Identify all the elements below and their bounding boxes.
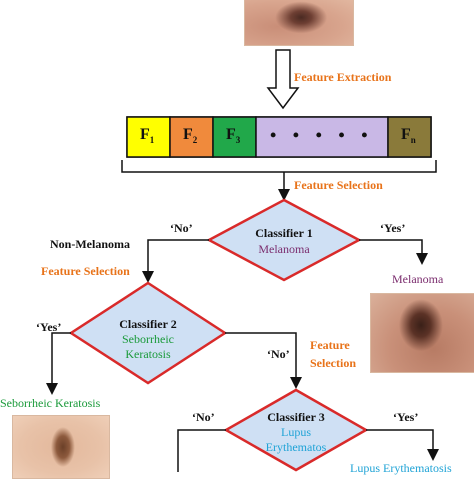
classifier2-sub2: Keratosis [125,347,171,361]
c2-no-label: ‘No’ [267,347,290,361]
feature-f3-label: F3 [226,126,241,146]
feature-selection-left-label: Feature Selection [41,264,130,278]
classifier1-title: Classifier 1 [255,226,313,240]
feature-selection-right-2: Selection [310,356,356,370]
classifier3-title: Classifier 3 [267,410,325,424]
classifier3-sub2: Erythematos [265,440,327,454]
c2-yes-line [46,332,71,395]
feature-f3-cell [212,116,257,158]
top-lesion-image [244,0,354,46]
melanoma-result-label: Melanoma [392,272,444,286]
feature-f2-cell [169,116,214,158]
melanoma-image [370,293,474,373]
non-melanoma-label: Non-Melanoma [50,237,130,251]
lupus-result-label: Lupus Erythematosis [350,461,452,475]
c3-yes-line [366,429,439,461]
c3-no-label: ‘No’ [192,410,215,424]
feature-selection-right-1: Feature [310,338,350,352]
feature-f2-label: F2 [183,126,198,146]
classifier1-sub: Melanoma [258,242,310,256]
feature-fn-cell [387,116,432,158]
classifier1-diamond [206,198,362,282]
c3-no-line [177,429,226,472]
classifier3-diamond [223,388,369,472]
feature-bracket [121,160,437,173]
feature-fn-label: Fn [401,126,416,146]
c1-yes-label: ‘Yes’ [380,221,406,235]
c1-no-label: ‘No’ [170,221,193,235]
c2-no-line [225,332,302,389]
c1-no-line [142,239,209,283]
seborrheic-result-label: Seborrheic Keratosis [0,396,101,410]
feature-selection-label: Feature Selection [294,178,383,192]
hollow-down-arrow [266,49,300,110]
c2-yes-label: ‘Yes’ [36,320,62,334]
classifier2-sub1: Seborrheic [122,332,174,346]
classifier3-sub1: Lupus [281,425,311,439]
classifier2-diamond [68,281,228,385]
c1-yes-line [359,239,428,265]
c3-yes-label: ‘Yes’ [393,410,419,424]
feature-dots-label: • • • • • [270,125,374,145]
feature-extraction-label: Feature Extraction [294,70,392,84]
classifier2-title: Classifier 2 [119,317,177,331]
feature-f1-label: F1 [140,126,155,146]
seborrheic-image [12,415,110,479]
